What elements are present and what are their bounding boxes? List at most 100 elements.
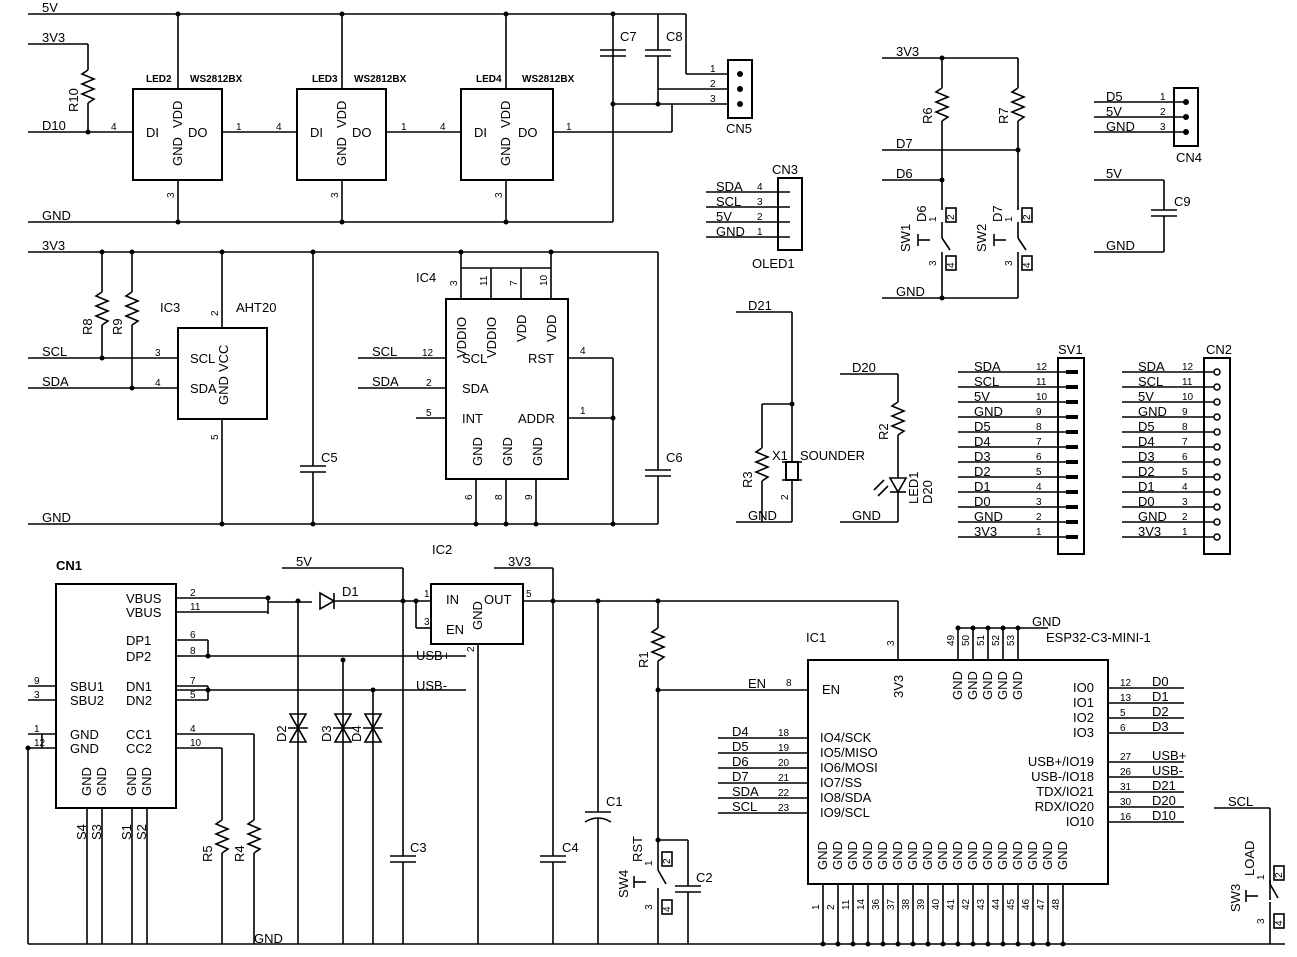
ic4-gnd-b: GND [500, 437, 515, 466]
sensor-section: 3V3 GND R8 R9 SCL SDA IC3 AHT20 SCL SDA … [28, 238, 683, 527]
x1-value: SOUNDER [800, 448, 865, 463]
header-pin-mark [1066, 385, 1078, 389]
header-pin-mark [1066, 430, 1078, 434]
sw1-pin2: 2 [946, 214, 957, 220]
c1-ref: C1 [606, 794, 623, 809]
ic1-net-D10: D10 [1152, 808, 1176, 823]
cn1-pin-2: 2 [190, 588, 196, 599]
cn1-s3: S3 [89, 824, 104, 840]
net-sda-sensor: SDA [42, 374, 69, 389]
cn1-gnd-b: GND [94, 767, 109, 796]
ic3-sda: SDA [190, 381, 217, 396]
header-net-6: D4 [974, 434, 991, 449]
net-gnd-btn: GND [896, 284, 925, 299]
r10-ref: R10 [66, 88, 81, 112]
net-5v-top: 5V [42, 0, 58, 15]
header-pin-4: 9 [1036, 407, 1042, 418]
header-pin-5: 8 [1036, 422, 1042, 433]
sw3-load-button[interactable] [1245, 865, 1285, 944]
sw4-reset-button[interactable] [633, 840, 673, 944]
x1-ref: X1 [772, 448, 788, 463]
ic1-pin-53: 53 [1006, 634, 1017, 646]
header-pin-10: 3 [1036, 497, 1042, 508]
led4-ref: LED4 [476, 74, 502, 85]
header-pin-mark [1213, 398, 1221, 406]
cn1-left-label-1: GND [70, 727, 99, 742]
led2-pin1: 1 [236, 122, 242, 133]
net-gnd-sensor: GND [42, 510, 71, 525]
led3-gnd: GND [334, 137, 349, 166]
x1-sounder [785, 461, 799, 481]
net-5v-usb: 5V [296, 554, 312, 569]
cn3-net-gnd: GND [716, 224, 745, 239]
sw3-pin2: 2 [1274, 872, 1285, 878]
header-pin-mark [1213, 473, 1221, 481]
junction-dot [925, 941, 931, 947]
header-pin-1: 12 [1036, 362, 1048, 373]
cn1-pin-label-7: DN1 [126, 679, 152, 694]
header-pin-10: 3 [1182, 497, 1188, 508]
cn1-left-pin-1: 1 [34, 724, 40, 735]
header-pin-6: 7 [1036, 437, 1042, 448]
sw4-value: RST [630, 836, 645, 862]
cn1-pin-label-4: CC1 [126, 727, 152, 742]
cn1-s4: S4 [74, 824, 89, 840]
led4-body [460, 88, 554, 181]
cn3-pin2: 2 [757, 212, 763, 223]
ic1-pin3: 3 [886, 640, 897, 646]
cn4-pin1: 1 [1160, 92, 1166, 103]
led4-part: WS2812BX [522, 74, 575, 85]
ic1-net-D2: D2 [1152, 704, 1169, 719]
led-chain-section: 5V GND 3V3 R10 D10 LED2 WS2812BX DI DO V… [28, 0, 753, 225]
ic1-pin-50: 50 [961, 634, 972, 646]
ic1-bottom-gnd-label: GND [935, 841, 950, 870]
ic1-pin-44: 44 [991, 898, 1002, 910]
junction-dot [940, 941, 946, 947]
d2-ref: D2 [274, 725, 289, 742]
junction-dot [955, 941, 961, 947]
header-pin-mark [1066, 415, 1078, 419]
header-pin-mark [1213, 428, 1221, 436]
ic1-pin-47: 47 [1036, 898, 1047, 910]
r5-ref: R5 [200, 845, 215, 862]
header-pin-mark [1213, 443, 1221, 451]
led4-pin1: 1 [566, 122, 572, 133]
header-pin-3: 10 [1036, 392, 1048, 403]
cn1-gnd-c: GND [124, 767, 139, 796]
cn1-pin-label-11: VBUS [126, 605, 162, 620]
sv1-ref: SV1 [1058, 342, 1083, 357]
ic2-gnd: GND [470, 601, 485, 630]
sw1-d6-label: D6 [914, 205, 929, 222]
led4-di: DI [474, 125, 487, 140]
sw1-switch[interactable] [917, 207, 957, 298]
led3-part: WS2812BX [354, 74, 407, 85]
sw2-ref: SW2 [974, 224, 989, 252]
ic1-top-gnd-label: GND [995, 671, 1010, 700]
header-pin-12: 1 [1036, 527, 1042, 538]
header-pin-mark [1066, 475, 1078, 479]
junction-dot [1060, 941, 1066, 947]
ic1-label-16: IO10 [1066, 814, 1094, 829]
junction-dot [1000, 625, 1006, 631]
led3-pin3: 3 [330, 192, 341, 198]
cn4-pin3: 3 [1160, 122, 1166, 133]
sw2-switch[interactable] [993, 207, 1033, 298]
junction-dot [880, 941, 886, 947]
header-pin-mark [1213, 533, 1221, 541]
ic1-label-19: IO5/MISO [820, 745, 878, 760]
cn1-pin-label-5: DN2 [126, 693, 152, 708]
cn1-pin-11: 11 [190, 602, 201, 613]
cn1-pin-7: 7 [190, 676, 196, 687]
ic4-pin6: 6 [464, 494, 475, 500]
led3-di: DI [310, 125, 323, 140]
junction-dot [1000, 941, 1006, 947]
header-pin-mark [1066, 460, 1078, 464]
cn1-body [55, 583, 177, 809]
sw3-net-scl: SCL [1228, 794, 1253, 809]
ic2-pin1: 1 [424, 589, 430, 600]
ic1-net-D4: D4 [732, 724, 749, 739]
led3-vdd: VDD [334, 101, 349, 128]
cn1-pin-6: 6 [190, 630, 196, 641]
